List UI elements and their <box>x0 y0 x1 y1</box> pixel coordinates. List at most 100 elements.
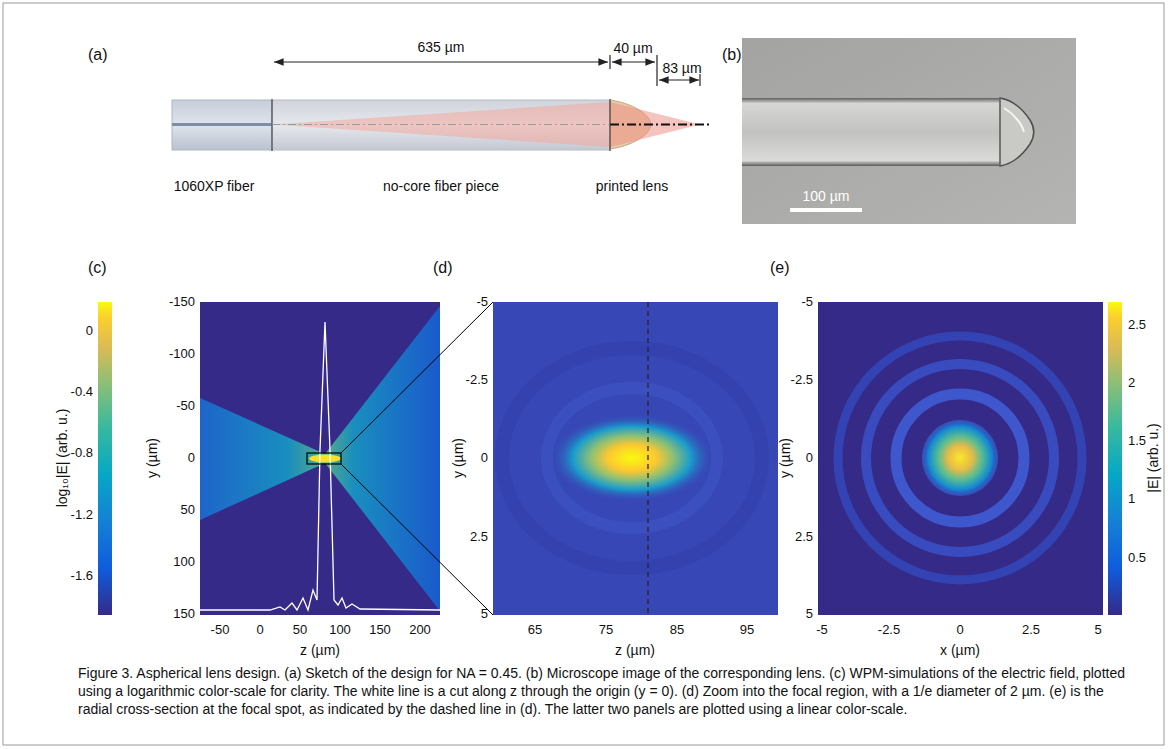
field-simulation-part <box>200 322 440 610</box>
axis-tick: -50 <box>176 398 195 414</box>
axis-tick: 2.5 <box>1022 622 1040 638</box>
fiber-sketch <box>172 99 712 151</box>
dimension-arrows-part <box>659 79 699 80</box>
fiber-sketch-part <box>172 123 272 126</box>
axis-title: x (µm) <box>940 642 980 658</box>
axis-tick: 200 <box>409 622 431 638</box>
microscope-image-part <box>742 38 1076 224</box>
axis-tick: -5 <box>801 294 813 310</box>
axis-tick: 100 <box>329 622 351 638</box>
axis-tick: -2.5 <box>466 372 488 388</box>
fiber-sketch-part <box>272 124 610 125</box>
axis-title: z (µm) <box>300 642 340 658</box>
axis-tick: 0 <box>256 622 263 638</box>
axis-title: z (µm) <box>615 642 655 658</box>
focal-zoom <box>493 302 778 615</box>
microscope-image-part <box>1004 108 1024 132</box>
dimension: 635 µm <box>418 39 465 55</box>
colorbar-tick: -0.8 <box>71 445 93 461</box>
axis-tick: 2.5 <box>470 529 488 545</box>
dimension: 40 µm <box>613 40 652 56</box>
axis-tick: 150 <box>173 606 195 622</box>
fiber-sketch-part <box>272 102 610 147</box>
colorbar-tick: 0 <box>86 323 93 339</box>
axis-title: y (µm) <box>777 438 793 478</box>
focal-cross-section-part <box>818 302 1103 615</box>
focal-cross-section <box>818 302 1103 615</box>
focal-cross-section-part <box>920 418 1000 498</box>
dimension-arrows-part <box>609 55 610 69</box>
axis-tick: 5 <box>806 606 813 622</box>
zoom-lines <box>341 302 493 615</box>
axis-tick: -150 <box>169 294 195 310</box>
axis-tick: 85 <box>670 622 684 638</box>
colorbar-linear-part <box>1108 302 1122 615</box>
colorbar-tick: 1.5 <box>1128 433 1146 449</box>
colorbar-tick: 2 <box>1128 375 1135 391</box>
field-simulation <box>200 302 440 615</box>
axis-tick: 2.5 <box>795 529 813 545</box>
focal-zoom-part <box>502 348 762 568</box>
microscope-image-part <box>1000 98 1001 166</box>
dimension-arrows-part <box>612 61 655 62</box>
field-simulation-part <box>307 453 341 464</box>
fiber-sketch-part <box>272 100 610 150</box>
zoom-lines-part <box>341 464 493 615</box>
focal-cross-section-part <box>896 394 1024 522</box>
axis-tick: -50 <box>211 622 230 638</box>
axis-tick: 150 <box>369 622 391 638</box>
axis-tick: 0 <box>481 450 488 466</box>
axis-tick: -5 <box>816 622 828 638</box>
colorbar-log-part <box>98 302 112 615</box>
panel-letter: (d) <box>433 260 453 276</box>
axis-title: y (µm) <box>450 438 466 478</box>
axis-tick: -100 <box>169 346 195 362</box>
fiber-sketch-part <box>610 124 712 126</box>
colorbar-tick: -0.4 <box>71 384 93 400</box>
field-simulation-part <box>200 302 440 615</box>
part-name: printed lens <box>596 178 668 194</box>
axis-tick: 0 <box>188 450 195 466</box>
panel-letter: (a) <box>88 47 108 63</box>
microscope-image-part <box>1000 98 1034 166</box>
colorbar-tick: 0.5 <box>1128 550 1146 566</box>
colorbar-tick: -1.2 <box>71 507 93 523</box>
axis-tick: 5 <box>481 606 488 622</box>
axis-tick: 0 <box>806 450 813 466</box>
colorbar-tick: -1.6 <box>71 568 93 584</box>
focal-cross-section-part <box>866 364 1054 552</box>
axis-tick: 50 <box>181 502 195 518</box>
dimension-arrows-part <box>274 61 608 62</box>
focal-zoom-part <box>647 302 648 615</box>
scale-bar-label: 100 µm <box>803 188 850 204</box>
axis-tick: -5 <box>476 294 488 310</box>
axis-title: y (µm) <box>144 438 160 478</box>
colorbar-linear <box>1108 302 1122 615</box>
axis-tick: 65 <box>528 622 542 638</box>
colorbar-tick: 1 <box>1128 491 1135 507</box>
axis-tick: 95 <box>740 622 754 638</box>
figure-frame <box>3 3 1164 745</box>
colorbar-log <box>98 302 112 615</box>
figure-caption: Figure 3. Aspherical lens design. (a) Sk… <box>78 664 1138 718</box>
axis-tick: -2.5 <box>878 622 900 638</box>
axis-tick: -2.5 <box>791 372 813 388</box>
field-simulation-part <box>309 455 341 463</box>
part-name: no-core fiber piece <box>383 178 499 194</box>
field-simulation-part <box>200 398 325 520</box>
field-simulation-part <box>325 306 440 611</box>
focal-cross-section-part <box>838 336 1082 580</box>
axis-tick: 100 <box>173 554 195 570</box>
colorbar-title: log₁₀|E| (arb. u.) <box>54 409 70 508</box>
panel-letter: (b) <box>722 47 742 63</box>
dimension-arrows-part <box>656 55 657 86</box>
part-name: 1060XP fiber <box>174 178 255 194</box>
focal-zoom-part <box>550 414 714 502</box>
axis-tick: 0 <box>956 622 963 638</box>
focal-zoom-part <box>493 302 778 615</box>
figure-frame-part <box>3 3 1164 745</box>
microscope-image-part <box>790 208 862 212</box>
fiber-sketch-part <box>172 100 272 150</box>
